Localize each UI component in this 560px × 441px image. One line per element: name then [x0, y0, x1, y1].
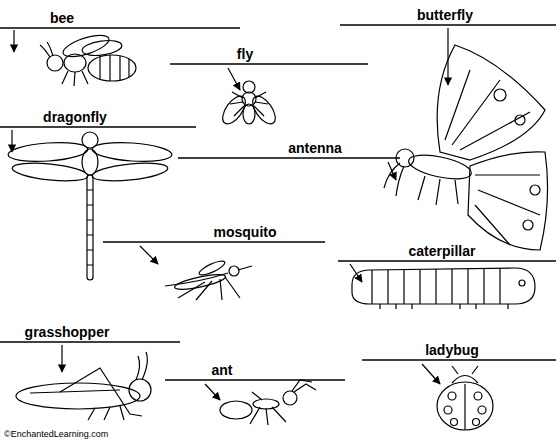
caterpillar-drawing-part — [352, 268, 535, 304]
butterfly-drawing-part — [468, 152, 548, 250]
dragonfly-drawing-part — [82, 132, 98, 148]
ladybug-drawing-part — [451, 419, 458, 426]
bee-drawing-part — [62, 71, 88, 86]
dragonfly-drawing-part — [11, 160, 88, 184]
pointer-arrows-part — [140, 246, 158, 264]
ant-drawing-part — [253, 399, 279, 409]
dragonfly-drawing-part — [82, 149, 98, 175]
ant-drawing-part — [250, 392, 286, 425]
label-lines-part — [340, 24, 556, 26]
caterpillar-drawing-part — [380, 304, 508, 309]
insect-label: ant — [210, 362, 235, 378]
label-lines-part — [178, 157, 400, 159]
ant-drawing-part — [220, 401, 252, 419]
caterpillar-drawing-part — [519, 280, 525, 286]
fly-drawing-part — [243, 81, 255, 93]
caterpillar-drawing-part — [372, 269, 500, 304]
ladybug-drawing-part — [437, 382, 493, 430]
fly-drawing-part — [243, 104, 255, 124]
label-lines-part — [0, 126, 196, 128]
label-lines-part — [103, 241, 325, 243]
bee-drawing-part — [128, 59, 129, 77]
butterfly-drawing-part — [523, 220, 533, 230]
dragonfly-drawing-part — [91, 160, 168, 184]
pointer-arrows-part — [350, 264, 362, 282]
ladybug-drawing-part — [474, 392, 482, 400]
ant-drawing-part — [283, 391, 297, 405]
label-lines-part — [0, 341, 180, 343]
bee-drawing-part — [40, 42, 53, 57]
dragonfly-drawing — [7, 132, 172, 280]
mosquito-drawing-part — [238, 266, 252, 270]
copyright-note: ©EnchantedLearning.com — [4, 429, 108, 439]
grasshopper-drawing — [16, 352, 151, 420]
insect-label: antenna — [286, 140, 344, 156]
ladybug-drawing-part — [464, 384, 465, 430]
pointer-arrows-part — [205, 384, 220, 400]
pointer-arrows-part — [228, 68, 240, 90]
ladybug-drawing-part — [448, 392, 456, 400]
insect-label: dragonfly — [41, 109, 109, 125]
insect-label: ladybug — [423, 342, 481, 358]
pointer-arrows-part — [61, 345, 62, 372]
grasshopper-drawing-part — [129, 379, 151, 401]
dragonfly-drawing-part — [87, 175, 93, 280]
bee-drawing-part — [119, 56, 120, 80]
label-lines-part — [362, 359, 556, 361]
grasshopper-drawing-part — [60, 368, 142, 416]
grasshopper-drawing-part — [88, 406, 124, 420]
ladybug-drawing-part — [473, 419, 480, 426]
pointer-arrows-part — [11, 130, 12, 152]
bee-drawing-part — [64, 54, 86, 72]
butterfly-drawing-part — [494, 89, 506, 101]
bee-drawing-part — [88, 55, 136, 81]
ant-drawing — [220, 380, 316, 425]
butterfly-drawing-part — [418, 176, 458, 205]
bee-drawing-part — [109, 55, 110, 81]
label-lines-part — [165, 379, 345, 381]
insect-label: fly — [235, 46, 255, 62]
label-lines-part — [338, 260, 556, 262]
butterfly-drawing — [384, 45, 548, 250]
dragonfly-drawing-part — [87, 190, 93, 265]
caterpillar-drawing — [352, 268, 535, 309]
grasshopper-drawing-part — [136, 352, 147, 380]
fly-drawing-part — [230, 92, 268, 116]
insect-label: bee — [48, 10, 76, 26]
pointer-arrows-part — [447, 28, 448, 85]
ladybug-drawing — [437, 366, 493, 430]
insect-label: mosquito — [212, 224, 279, 240]
grasshopper-drawing-part — [30, 390, 120, 393]
grasshopper-drawing-part — [16, 383, 140, 409]
insect-label: caterpillar — [407, 243, 478, 259]
butterfly-drawing-part — [407, 151, 474, 184]
mosquito-drawing-part — [178, 277, 240, 300]
pointer-arrows — [12, 28, 448, 400]
label-lines-part — [0, 27, 240, 29]
butterfly-drawing-part — [530, 185, 540, 195]
mosquito-drawing-part — [198, 258, 227, 277]
mosquito-drawing-part — [229, 266, 239, 276]
ladybug-drawing-part — [452, 366, 478, 374]
ladybug-drawing-part — [444, 406, 452, 414]
mosquito-drawing — [165, 258, 252, 300]
insect-label: butterfly — [415, 7, 475, 23]
insect-label: grasshopper — [23, 324, 112, 340]
bee-drawing-part — [99, 56, 100, 80]
pointer-arrows-part — [422, 364, 440, 384]
pointer-arrows-part — [13, 30, 14, 52]
ant-drawing-part — [292, 380, 316, 392]
bee-drawing — [40, 31, 136, 86]
butterfly-drawing-part — [445, 70, 540, 245]
butterfly-drawing-part — [515, 115, 525, 125]
butterfly-drawing-part — [384, 163, 404, 196]
ladybug-drawing-part — [478, 406, 486, 414]
bee-drawing-part — [47, 55, 63, 71]
label-lines — [0, 25, 556, 380]
dragonfly-drawing-part — [7, 140, 88, 164]
dragonfly-drawing-part — [91, 140, 172, 164]
label-lines-part — [170, 63, 368, 65]
fly-drawing — [218, 81, 279, 128]
